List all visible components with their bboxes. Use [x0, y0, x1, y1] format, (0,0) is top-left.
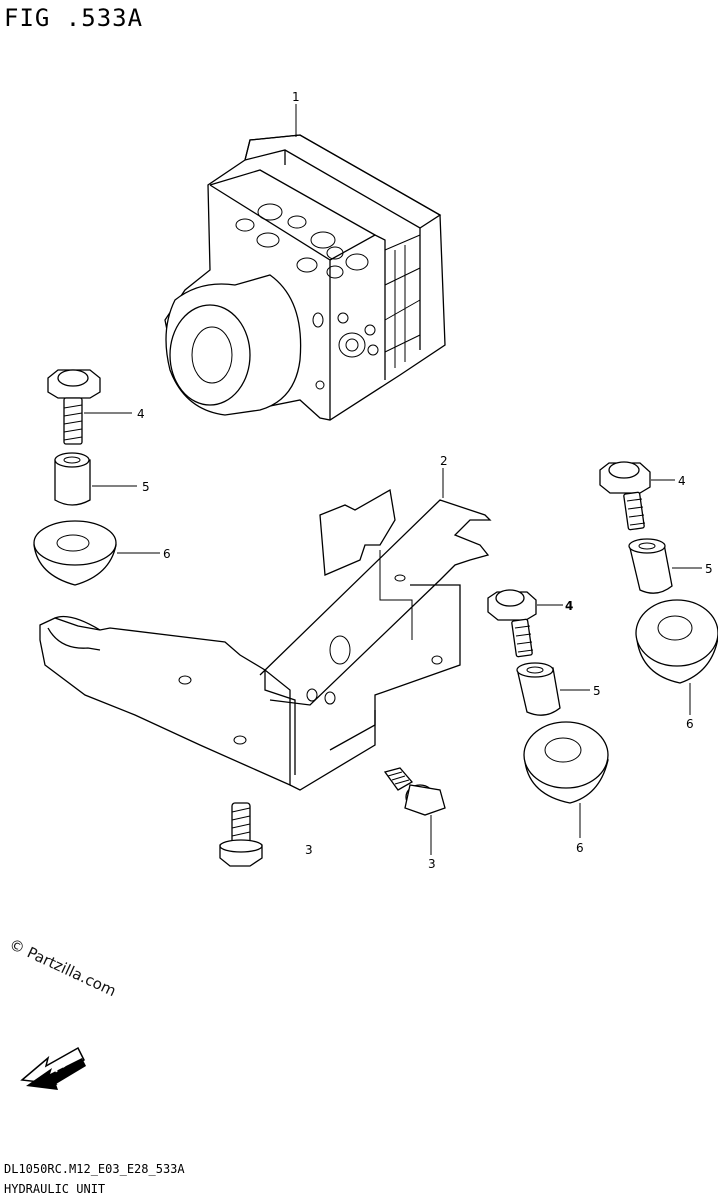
callout-6-left: 6: [163, 547, 171, 561]
callout-4-right: 4: [678, 474, 686, 488]
bracket[interactable]: [39, 488, 492, 791]
hydraulic-unit[interactable]: [164, 134, 446, 421]
callout-5-left: 5: [142, 480, 150, 494]
grommet-6-right[interactable]: [635, 599, 718, 684]
figure-title: FIG .533A: [4, 4, 144, 32]
bolt-3-left[interactable]: [219, 802, 263, 867]
diagram-caption: HYDRAULIC UNIT: [4, 1182, 106, 1196]
spacer-5-left[interactable]: [54, 452, 91, 506]
callout-2: 2: [440, 454, 448, 468]
callout-4-left: 4: [137, 407, 145, 421]
bolt-4-middle[interactable]: [487, 589, 537, 658]
callout-1: 1: [292, 90, 300, 104]
callout-3-left: 3: [305, 843, 313, 857]
bolt-4-right[interactable]: [599, 461, 651, 531]
callout-4-middle: 4: [565, 599, 573, 613]
grommet-6-middle[interactable]: [523, 721, 609, 804]
bolt-4-left[interactable]: [47, 369, 101, 445]
spacer-5-middle[interactable]: [516, 662, 561, 716]
grommet-6-left[interactable]: [33, 520, 117, 586]
callout-6-middle: 6: [576, 841, 584, 855]
callout-5-middle: 5: [593, 684, 601, 698]
callout-6-right: 6: [686, 717, 694, 731]
spacer-5-right[interactable]: [628, 538, 673, 594]
diagram-code: DL1050RC.M12_E03_E28_533A: [4, 1162, 185, 1176]
fwd-arrow-icon: FWD: [20, 1046, 86, 1090]
callout-3-right: 3: [428, 857, 436, 871]
bolt-3-right[interactable]: [383, 767, 446, 816]
callout-5-right: 5: [705, 562, 713, 576]
